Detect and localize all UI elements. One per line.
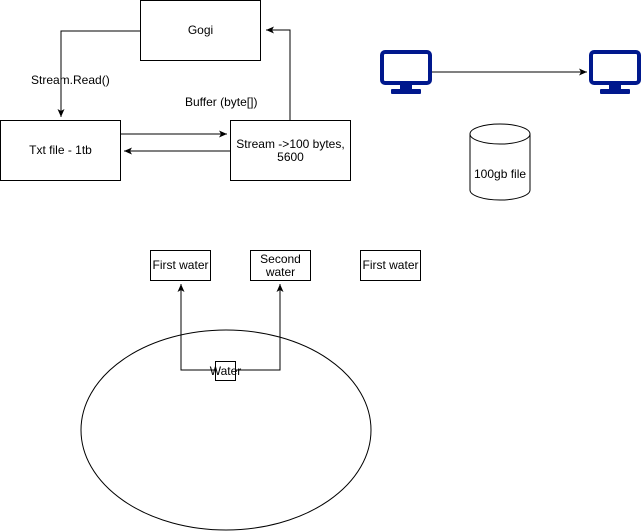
gogi-label: Gogi [187,23,214,37]
gogi-node[interactable]: Gogi [140,0,261,61]
water-label: Water [209,363,242,378]
stream-node[interactable]: Stream ->100 bytes, 5600 [230,120,351,181]
database-cylinder-icon [469,123,531,201]
computer-monitor-icon [589,50,641,94]
first-water-node[interactable]: First water [150,250,211,281]
edge-water-to-first-water [177,284,215,371]
buffer-label: Buffer (byte[]) [185,95,258,109]
edge-water-to-second-water [236,284,284,371]
first-water-right-node[interactable]: First water [360,250,421,281]
first-water-label: First water [152,258,209,272]
edge-stream-to-gogi [266,26,291,120]
first-water-right-label: First water [362,258,419,272]
txt-file-label: Txt file - 1tb [29,143,92,157]
txt-file-node[interactable]: Txt file - 1tb [0,120,121,181]
water-ellipse [80,329,372,531]
storage-label: 100gb file [474,167,527,181]
stream-read-label: Stream.Read() [31,73,110,87]
computer-monitor-icon [380,50,432,94]
stream-label: Stream ->100 bytes, 5600 [236,136,345,164]
second-water-label: Second water [260,251,301,279]
water-node[interactable]: Water [210,361,241,381]
edge-gogi-to-txt [57,30,140,117]
second-water-node[interactable]: Second water [250,250,311,281]
